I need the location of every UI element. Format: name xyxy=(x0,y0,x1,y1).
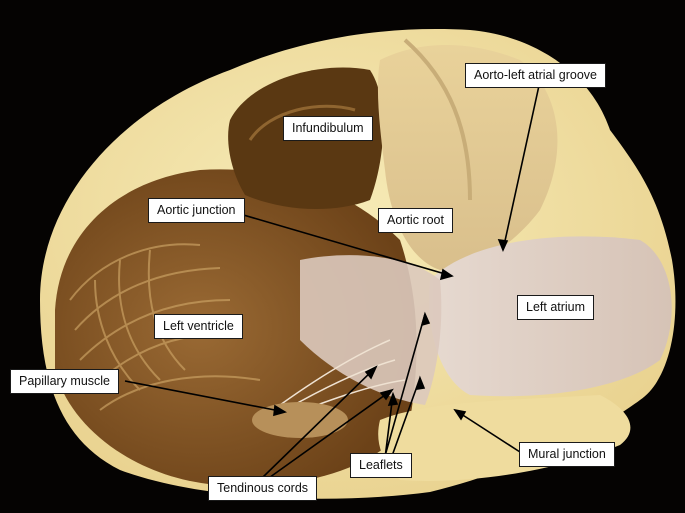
label-aortic-junction: Aortic junction xyxy=(148,198,245,223)
label-papillary-muscle: Papillary muscle xyxy=(10,369,120,394)
label-aortic-root: Aortic root xyxy=(378,208,453,233)
label-infundibulum: Infundibulum xyxy=(283,116,373,141)
label-left-ventricle: Left ventricle xyxy=(154,314,243,339)
label-left-atrium: Left atrium xyxy=(517,295,595,320)
mitral-leaflets xyxy=(300,255,442,405)
label-aorto-left-atrial-groove: Aorto-left atrial groove xyxy=(465,63,606,88)
label-tendinous-cords: Tendinous cords xyxy=(208,476,318,501)
label-leaflets: Leaflets xyxy=(350,453,412,478)
pointer-lines xyxy=(124,80,541,481)
label-mural-junction: Mural junction xyxy=(519,442,615,467)
